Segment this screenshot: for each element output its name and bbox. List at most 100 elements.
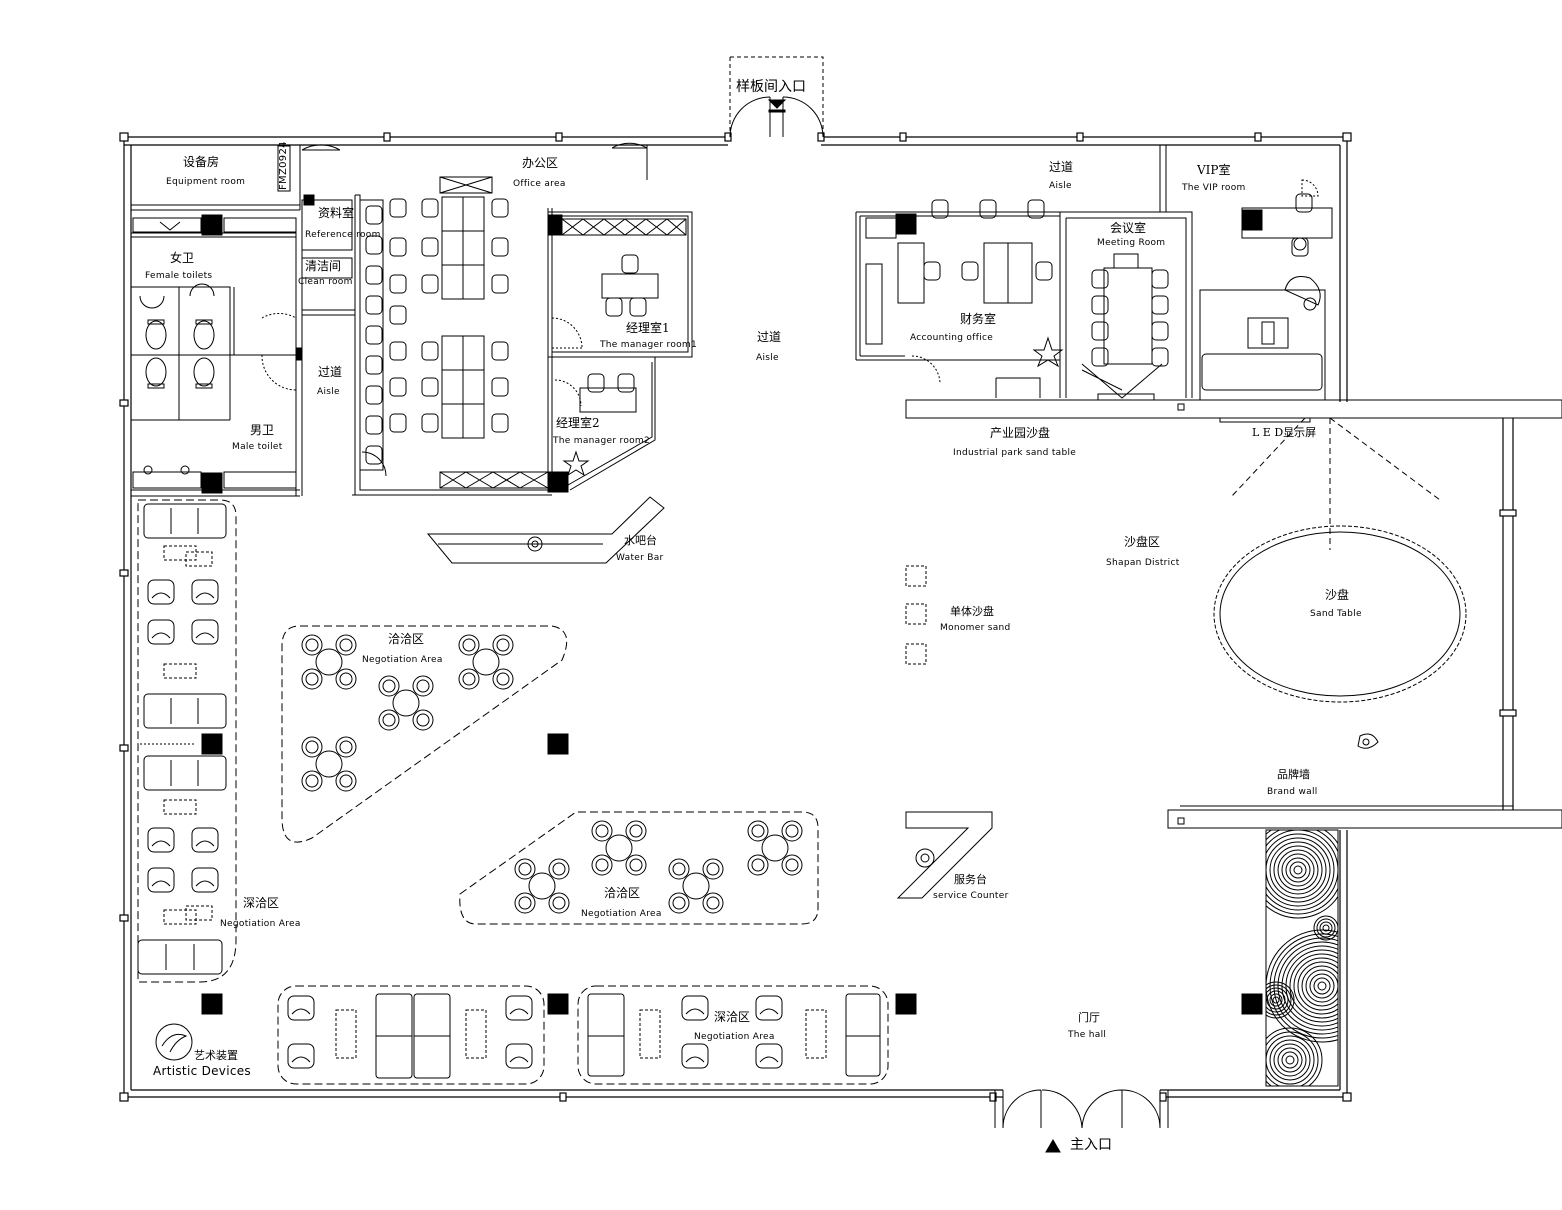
office-chair [421, 237, 439, 257]
round-table-set [301, 736, 357, 792]
aisle-top-cn: 过道 [1049, 160, 1074, 174]
office-chair [923, 261, 941, 281]
lounge-chair [505, 1043, 533, 1069]
monomer-sand-cn: 单体沙盘 [950, 605, 994, 618]
round-table-set [747, 820, 803, 876]
office-chair [365, 385, 383, 405]
office-chair [365, 445, 383, 465]
round-table-set [514, 858, 570, 914]
office-chair [421, 274, 439, 294]
shapan-district-cn: 沙盘区 [1124, 535, 1161, 549]
office-chair [365, 415, 383, 435]
aisle-center-cn: 过道 [757, 330, 782, 344]
artistic-devices-cn: 艺术装置 [194, 1049, 238, 1062]
lounge-chair [681, 1043, 709, 1069]
round-table-set [591, 820, 647, 876]
lounge-chair [505, 995, 533, 1021]
negotiation-middle-zone [459, 811, 819, 925]
office-chair [1091, 295, 1109, 315]
water-bar-en: Water Bar [616, 553, 664, 563]
round-table-set [378, 675, 434, 731]
office-chair [491, 198, 509, 218]
clean-room-en: Clean room [298, 277, 353, 287]
lounge-chair [147, 579, 175, 605]
negotiation-triangle-zone [281, 625, 568, 843]
office-chair [389, 198, 407, 218]
sand-table-cn: 沙盘 [1325, 588, 1350, 602]
led-partition [905, 399, 1562, 550]
sand-table [1213, 525, 1467, 703]
office-chair [1091, 269, 1109, 289]
model-room-entrance-label: 样板间入口 [736, 79, 806, 95]
industrial-sand-table-en: Industrial park sand table [953, 448, 1077, 458]
office-chair [421, 198, 439, 218]
main-entrance-label: 主入口 [1070, 1137, 1112, 1153]
negotiation-tri-en: Negotiation Area [362, 655, 443, 665]
office-chair [389, 305, 407, 325]
lounge-chair [287, 1043, 315, 1069]
aisle-left-cn: 过道 [318, 365, 343, 379]
hall-cn: 门厅 [1078, 1011, 1100, 1024]
fire-door-tag-label: FMZ0924 [278, 141, 289, 190]
left-sofas [137, 503, 227, 975]
office-chair [1091, 347, 1109, 367]
industrial-sand-table-cn: 产业园沙盘 [990, 426, 1051, 440]
office-chair [931, 199, 949, 219]
brand-wall-en: Brand wall [1267, 787, 1318, 797]
office-chair [389, 274, 407, 294]
office-chair [365, 205, 383, 225]
artistic-devices-icon [155, 1023, 193, 1061]
accounting-office-en: Accounting office [910, 333, 994, 343]
equipment-room-en: Equipment room [166, 177, 246, 187]
office-chair [1035, 261, 1053, 281]
vip-room-walls [1159, 145, 1333, 401]
office-chair [389, 377, 407, 397]
lounge-chair [755, 1043, 783, 1069]
manager-room-1-en: The manager room1 [600, 340, 698, 350]
manager-room-2-walls [547, 356, 656, 491]
office-chair [1295, 193, 1313, 213]
meeting-room-walls [1059, 211, 1193, 401]
deep-negotiation-bottom-cn: 深洽区 [714, 1010, 751, 1024]
plant-icon [562, 336, 1064, 477]
male-toilet-cn: 男卫 [250, 423, 275, 437]
office-chair [365, 355, 383, 375]
office-chair [587, 373, 605, 393]
manager-room-2-en: The manager room2 [553, 436, 651, 446]
equipment-room-walls [131, 144, 341, 211]
main-entrance-doors [994, 1089, 1169, 1129]
office-chair [629, 297, 647, 317]
office-chair [1151, 295, 1169, 315]
deep-negotiation-bottom-en: Negotiation Area [694, 1032, 775, 1042]
brand-wall-panel [1265, 829, 1339, 1087]
office-chair [491, 413, 509, 433]
office-chair [491, 274, 509, 294]
office-chair [1151, 269, 1169, 289]
artistic-devices-en: Artistic Devices [153, 1064, 251, 1078]
bottom-lounge-furniture [335, 993, 881, 1079]
lounge-chair [147, 867, 175, 893]
aisle-center-en: Aisle [756, 353, 779, 363]
office-chair [389, 237, 407, 257]
negotiation-mid-cn: 洽洽区 [604, 886, 641, 900]
lounge-chair [191, 579, 219, 605]
office-chair [491, 237, 509, 257]
office-chair [491, 341, 509, 361]
sculpture-icon [1357, 733, 1379, 749]
office-chair [421, 341, 439, 361]
column-icon [201, 733, 1263, 1015]
office-chair [621, 254, 639, 274]
hall-en: The hall [1068, 1030, 1107, 1040]
main-entrance-arrow-icon [1045, 1139, 1061, 1153]
vip-room-cn: VIP室 [1197, 163, 1231, 177]
outer-walls [119, 132, 1517, 1102]
office-chair [365, 295, 383, 315]
reference-room-cn: 资料室 [318, 206, 355, 220]
office-chair [389, 413, 407, 433]
lounge-chair [681, 995, 709, 1021]
accounting-office-walls [855, 211, 1060, 398]
negotiation-mid-en: Negotiation Area [581, 909, 662, 919]
office-chair [605, 297, 623, 317]
office-area-en: Office area [513, 179, 566, 189]
